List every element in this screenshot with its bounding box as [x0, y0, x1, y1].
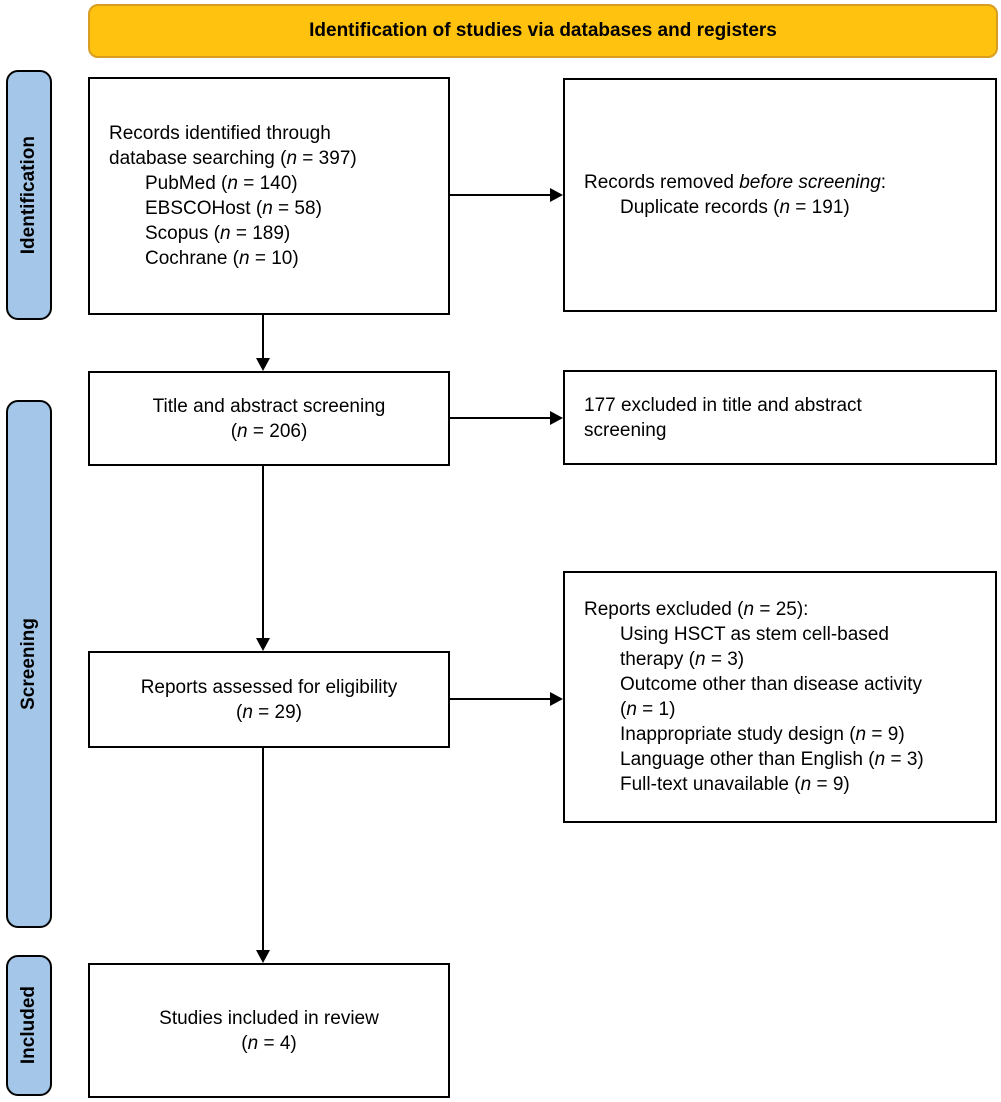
arrow-line [262, 315, 264, 358]
arrowhead-down-icon [256, 358, 270, 371]
arrowhead-right-icon [550, 692, 563, 706]
box-studies-included: Studies included in review(n = 4) [88, 963, 450, 1098]
box-reports-assessed-text: Reports assessed for eligibility(n = 29) [140, 676, 398, 723]
arrowhead-right-icon [550, 411, 563, 425]
banner: Identification of studies via databases … [88, 4, 998, 58]
arrow-line [450, 698, 551, 700]
banner-title: Identification of studies via databases … [309, 20, 777, 41]
box-records-removed: Records removed before screening:Duplica… [563, 78, 997, 312]
box-title-abstract-screening-text: Title and abstract screening(n = 206) [152, 395, 386, 442]
stage-label-identification: Identification [6, 70, 52, 320]
stage-label-identification-text: Identification [18, 135, 39, 255]
arrow-line [262, 466, 264, 638]
stage-label-included: Included [6, 955, 52, 1096]
box-title-abstract-screening: Title and abstract screening(n = 206) [88, 371, 450, 466]
arrow-line [450, 194, 551, 196]
stage-label-screening-text: Screening [18, 618, 39, 710]
box-studies-included-text: Studies included in review(n = 4) [159, 1007, 379, 1054]
stage-label-screening: Screening [6, 400, 52, 928]
box-reports-excluded: Reports excluded (n = 25):Using HSCT as … [563, 571, 997, 823]
box-records-removed-text: Records removed before screening:Duplica… [584, 172, 887, 218]
box-reports-assessed: Reports assessed for eligibility(n = 29) [88, 651, 450, 748]
arrowhead-down-icon [256, 638, 270, 651]
box-reports-excluded-text: Reports excluded (n = 25):Using HSCT as … [584, 599, 924, 795]
stage-label-included-text: Included [18, 986, 39, 1065]
arrow-line [262, 748, 264, 950]
arrowhead-right-icon [550, 188, 563, 202]
arrow-line [450, 417, 551, 419]
arrowhead-down-icon [256, 950, 270, 963]
